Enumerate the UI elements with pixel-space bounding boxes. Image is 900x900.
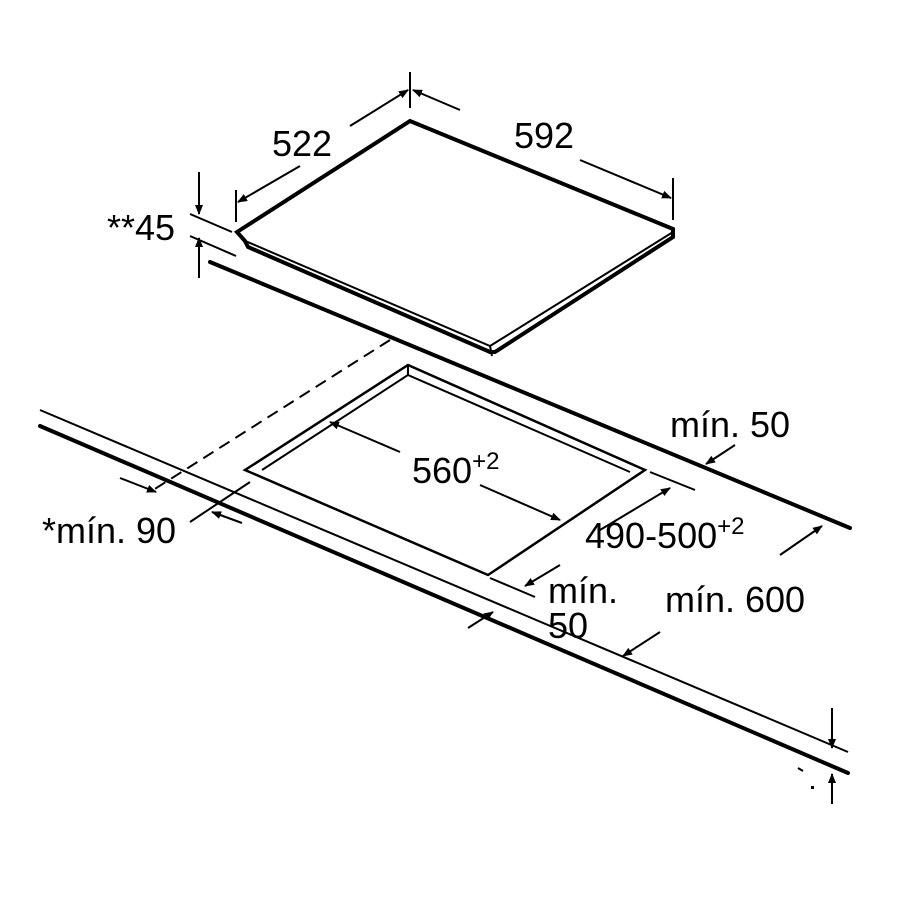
cutout-depth-label: 490-500+2 xyxy=(585,513,745,556)
hob-height-label: **45 xyxy=(107,207,175,248)
front-clearance-label-1: mín. xyxy=(548,570,618,611)
dimension-lines xyxy=(119,72,836,804)
cutout xyxy=(242,363,648,577)
side-clearance-label: *mín. 90 xyxy=(42,510,176,551)
hob-width-label: 592 xyxy=(514,115,574,156)
worktop xyxy=(38,260,852,775)
worktop-depth-label: mín. 600 xyxy=(665,579,805,620)
hob-depth-label: 522 xyxy=(272,123,332,164)
hob xyxy=(233,118,675,357)
back-clearance-label: mín. 50 xyxy=(670,404,790,445)
front-clearance-label-2: 50 xyxy=(548,605,588,646)
cutout-width-label: 560+2 xyxy=(412,448,499,491)
